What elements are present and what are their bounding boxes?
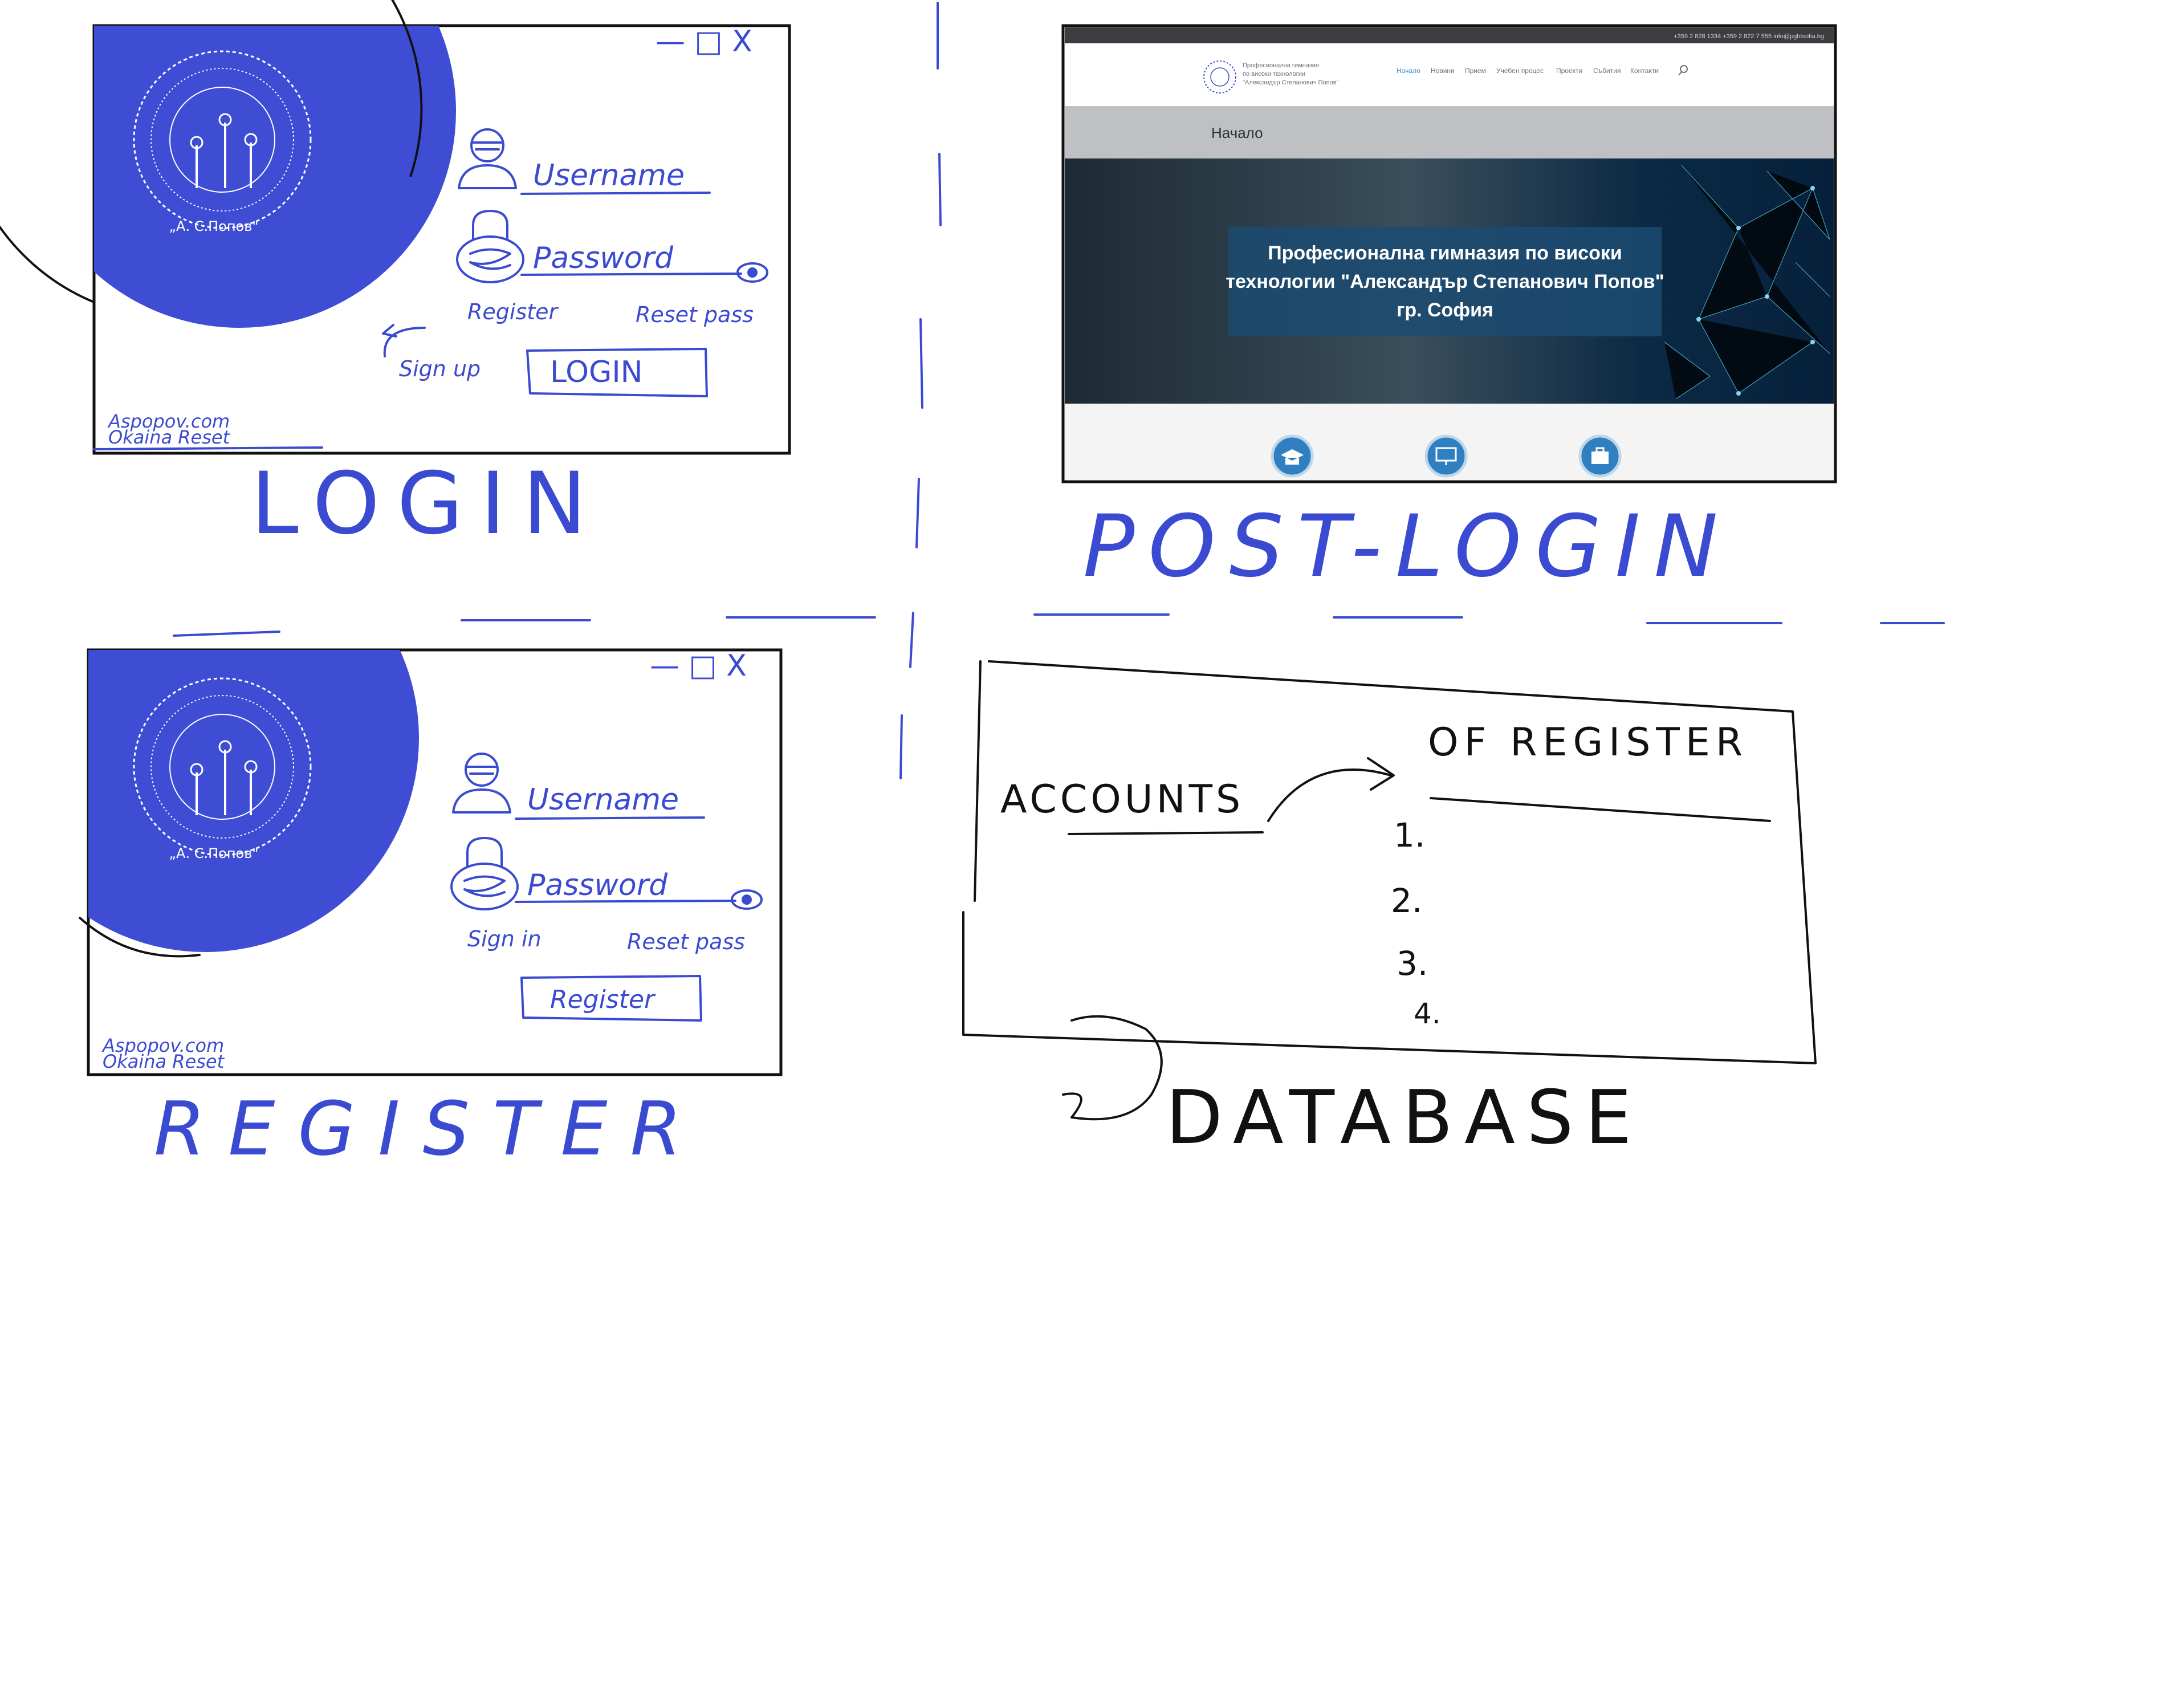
school-name-2: по високи технологии <box>1243 71 1305 78</box>
login-button[interactable]: LOGIN <box>526 348 708 397</box>
login-panel: „А. С.Попов" — □ X Username Password <box>0 0 791 455</box>
horizontal-divider <box>173 613 1945 637</box>
reset-pass-link[interactable]: Reset pass <box>636 302 754 327</box>
register-button-label: Register <box>550 985 656 1014</box>
of-register-label: OF REGISTER <box>1428 720 1748 765</box>
username-row[interactable]: Username <box>458 128 711 195</box>
sign-up-link[interactable]: Sign up <box>399 356 481 381</box>
login-caption: LOGIN <box>251 454 604 554</box>
password-label: Password <box>533 241 674 275</box>
register-blue-circle <box>88 650 419 952</box>
database-caption: DATABASE <box>1166 1074 1643 1161</box>
arrow-icon <box>1267 757 1395 822</box>
database-sketch: ACCOUNTS OF REGISTER 1. 2. 3. 4. DATABAS… <box>962 660 1817 1161</box>
register-caption: REGISTER <box>154 1085 705 1172</box>
logo-caption: „А. С.Попов" <box>169 218 259 234</box>
row-3: 3. <box>1397 944 1428 983</box>
user-icon <box>458 128 517 189</box>
hero-line-2: технологии "Александър Степанович Попов" <box>1226 271 1664 292</box>
accounts-label: ACCOUNTS <box>1000 777 1244 822</box>
nav-item-contacts[interactable]: Контакти <box>1630 67 1659 75</box>
sign-in-link[interactable]: Sign in <box>467 926 542 951</box>
username-underline <box>520 192 711 195</box>
register-link[interactable]: Register <box>467 299 559 324</box>
topbar-contacts: +359 2 828 1334 +359 2 822 7 555 info@pg… <box>1674 33 1824 40</box>
post-login-caption: POST-LOGIN <box>1083 497 1732 596</box>
nav-item-home[interactable]: Начало <box>1397 67 1420 75</box>
reset-pass-link[interactable]: Reset pass <box>627 929 745 954</box>
login-blue-circle <box>94 26 456 328</box>
username-label: Username <box>533 158 685 193</box>
window-controls[interactable]: — □ X <box>650 649 747 683</box>
website-topbar <box>1065 27 1834 43</box>
password-underline <box>515 900 736 903</box>
eye-icon[interactable] <box>736 262 768 283</box>
row-4: 4. <box>1414 997 1441 1030</box>
username-label: Username <box>527 783 679 817</box>
password-underline <box>520 273 742 276</box>
search-icon[interactable] <box>1678 65 1688 76</box>
site-nav: Начало Новини Прием Учебен процес Проект… <box>1397 65 1688 76</box>
school-logo: „А. С.Попов" <box>133 50 312 234</box>
username-row[interactable]: Username <box>452 753 705 820</box>
monitor-icon[interactable] <box>1424 434 1468 478</box>
website-screenshot: +359 2 828 1334 +359 2 822 7 555 info@pg… <box>1061 24 1837 483</box>
hero-caption-box <box>1228 227 1662 336</box>
register-button[interactable]: Register <box>520 975 702 1022</box>
briefcase-icon[interactable] <box>1578 434 1622 478</box>
school-logo: „А. С.Попов" <box>133 677 312 861</box>
nav-item-events[interactable]: Събития <box>1593 67 1621 75</box>
database-border <box>962 660 1817 1064</box>
hero-line-1: Професионална гимназия по високи <box>1268 242 1622 264</box>
d-scribble <box>1062 1015 1163 1121</box>
lock-icon <box>456 210 524 283</box>
password-row[interactable]: Password <box>456 210 768 283</box>
breadcrumb-band <box>1065 106 1834 158</box>
login-circle-outline <box>0 0 423 303</box>
username-underline <box>515 816 705 820</box>
user-icon <box>452 753 511 814</box>
password-row[interactable]: Password <box>450 837 763 910</box>
nav-item-admission[interactable]: Прием <box>1465 67 1486 75</box>
footer-reset: Okaina Reset <box>103 1051 225 1072</box>
nav-item-education[interactable]: Учебен процес <box>1496 67 1544 75</box>
footer-site: Aspopov.com <box>107 410 230 432</box>
school-name-1: Професионална гимназия <box>1243 62 1319 69</box>
nav-item-news[interactable]: Новини <box>1431 67 1455 75</box>
vertical-divider <box>899 2 942 779</box>
lock-icon <box>450 837 519 910</box>
eye-icon[interactable] <box>731 889 763 910</box>
footer-reset: Okaina Reset <box>108 426 231 448</box>
login-button-label: LOGIN <box>550 355 643 389</box>
site-logo[interactable]: Професионална гимназия по високи техноло… <box>1203 60 1339 93</box>
footer-site: Aspopov.com <box>101 1035 224 1056</box>
password-label: Password <box>527 868 668 902</box>
arrow-icon <box>382 324 426 357</box>
school-name-3: "Александър Степанович Попов" <box>1243 79 1339 86</box>
register-panel: „А. С.Попов" — □ X Username Password <box>79 648 783 1076</box>
nav-item-projects[interactable]: Проекти <box>1556 67 1582 75</box>
row-2: 2. <box>1391 881 1422 920</box>
register-circle-outline <box>79 917 201 958</box>
row-1: 1. <box>1394 816 1425 855</box>
logo-caption: „А. С.Попов" <box>169 845 259 861</box>
breadcrumb: Начало <box>1211 124 1263 141</box>
graduation-cap-icon[interactable] <box>1271 434 1314 478</box>
window-controls[interactable]: — □ X <box>656 25 752 59</box>
hero-line-3: гр. София <box>1397 299 1493 321</box>
